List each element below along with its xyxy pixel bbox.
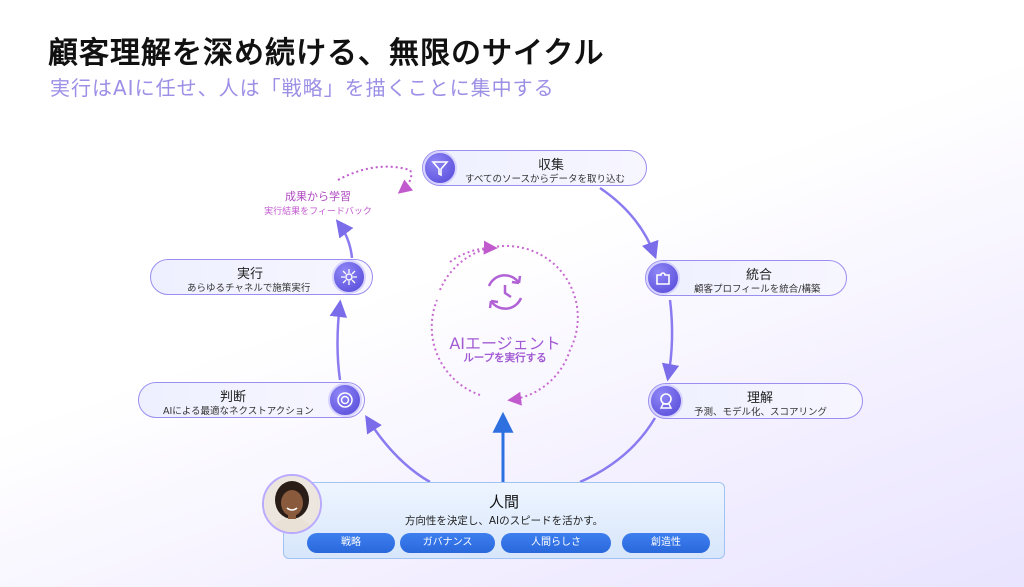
node-integrate-title: 統合 (746, 268, 773, 283)
node-judge-title: 判断 (220, 390, 247, 405)
center-title: AIエージェント (449, 334, 561, 353)
human-title: 人間 (488, 493, 519, 511)
avatar (262, 474, 322, 534)
human-sub: 方向性を決定し、AIのスピードを活かす。 (404, 515, 604, 527)
node-integrate-sub: 顧客プロフィールを統合/構築 (694, 284, 821, 295)
feedback-title: 成果から学習 (285, 190, 351, 203)
human-panel: 人間 方向性を決定し、AIのスピードを活かす。 戦略 ガバナンス 人間らしさ 創… (283, 482, 725, 559)
refresh-clock-icon (487, 274, 523, 310)
node-execute-title: 実行 (237, 267, 264, 282)
node-collect[interactable]: 収集 すべてのソースからデータを取り込む (422, 150, 647, 186)
arrow-judge-to-execute (329, 299, 348, 381)
center-loop-circle-lower (430, 299, 481, 396)
arrow-feedback-to-collect (337, 165, 414, 194)
crystal-ball-icon (649, 384, 683, 418)
pill-strategy[interactable]: 戦略 (307, 533, 395, 553)
puzzle-icon (646, 261, 680, 295)
center-loop-circle (439, 245, 579, 406)
arrow-collect-to-integrate (599, 186, 659, 260)
arrow-human-to-judge (365, 415, 431, 484)
node-understand-title: 理解 (747, 391, 774, 406)
node-judge[interactable]: 判断 AIによる最適なネクストアクション (138, 382, 365, 418)
funnel-icon (423, 151, 457, 185)
center-loop-top-arrow (449, 240, 498, 263)
node-collect-title: 収集 (538, 158, 565, 173)
page-title: 顧客理解を深め続ける、無限のサイクル (48, 36, 605, 71)
feedback-sub: 実行結果をフィードバック (264, 207, 372, 217)
node-collect-sub: すべてのソースからデータを取り込む (465, 174, 625, 185)
pill-humanity[interactable]: 人間らしさ (501, 533, 611, 553)
target-icon (328, 383, 362, 417)
node-understand[interactable]: 理解 予測、モデル化、スコアリング (648, 383, 863, 419)
node-execute-sub: あらゆるチャネルで施策実行 (187, 283, 311, 294)
pill-governance[interactable]: ガバナンス (400, 533, 495, 553)
pill-creativity[interactable]: 創造性 (622, 533, 710, 553)
arrow-integrate-to-understand (661, 299, 680, 382)
network-icon (332, 260, 366, 294)
node-understand-sub: 予測、モデル化、スコアリング (694, 407, 828, 418)
arc-understand-to-human (579, 417, 657, 484)
node-judge-sub: AIによる最適なネクストアクション (163, 406, 314, 417)
page-subtitle: 実行はAIに任せ、人は「戦略」を描くことに集中する (50, 76, 555, 100)
center-sub: ループを実行する (463, 352, 547, 364)
arrow-execute-to-feedback (335, 219, 354, 259)
